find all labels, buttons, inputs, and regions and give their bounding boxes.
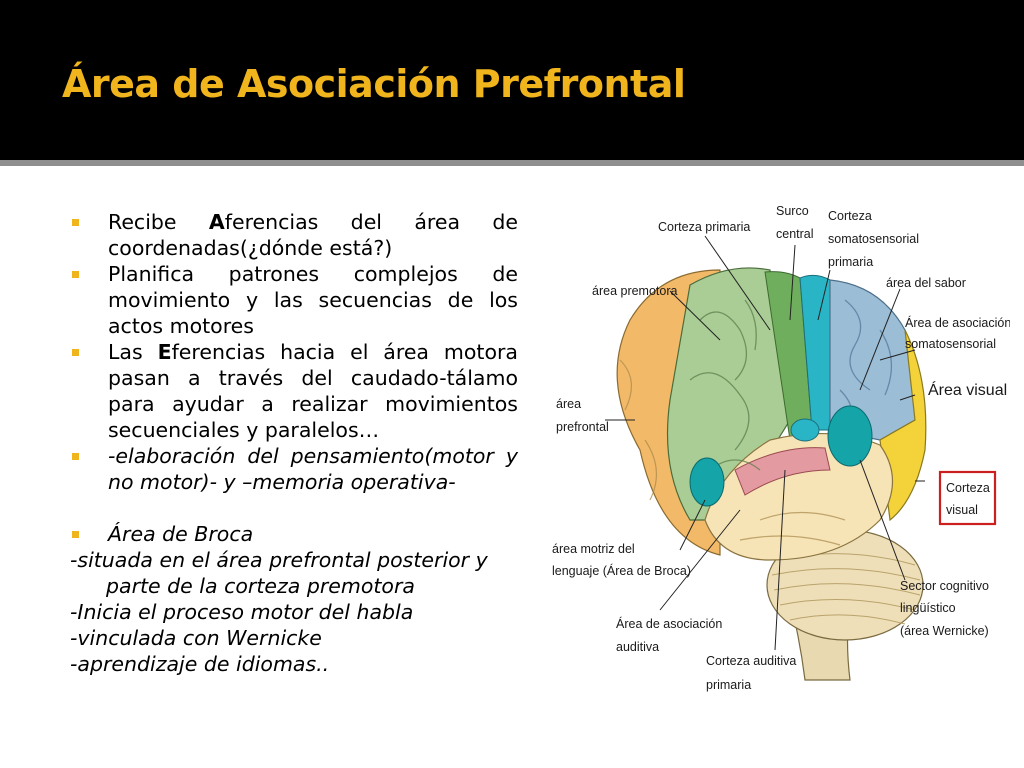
bullet-square-icon — [72, 453, 79, 460]
spacer — [70, 495, 518, 521]
label-asociacion-somatosensorial: Área de asociación — [905, 315, 1010, 330]
text-line: -situada en el área prefrontal posterior… — [70, 548, 488, 598]
taste-area-shape — [790, 418, 820, 442]
label-somatosensorial: Corteza — [828, 209, 872, 223]
label-asociacion-auditiva: Área de asociación — [616, 616, 722, 631]
label-premotora: área premotora — [592, 284, 678, 298]
label-prefrontal: prefrontal — [556, 420, 609, 434]
label-surco-central: Surco — [776, 204, 809, 218]
brain-diagram: Corteza primaria Surco central Corteza s… — [552, 204, 1010, 692]
label-corteza-auditiva: primaria — [706, 678, 751, 692]
corteza-visual-box — [938, 470, 997, 526]
label-area-visual: Área visual — [928, 380, 1007, 399]
label-corteza-primaria: Corteza primaria — [658, 220, 750, 234]
label-broca: área motriz del — [552, 542, 635, 556]
label-broca: lenguaje (Área de Broca) — [552, 563, 691, 578]
text-line: -aprendizaje de idiomas.. — [70, 652, 330, 676]
label-wernicke: (área Wernicke) — [900, 624, 989, 638]
label-wernicke: lingüístico — [900, 601, 956, 615]
label-surco-central: central — [776, 227, 814, 241]
label-sabor: área del sabor — [886, 276, 966, 290]
auditory-area-shape — [734, 447, 831, 496]
wernicke-area-shape — [827, 405, 873, 467]
title-bar: Área de Asociación Prefrontal — [0, 0, 1024, 160]
label-corteza-visual: visual — [946, 503, 978, 517]
label-wernicke: Sector cognitivo — [900, 579, 989, 593]
bullet-square-icon — [72, 531, 79, 538]
label-corteza-visual: Corteza — [946, 481, 990, 495]
broca-area-shape — [689, 457, 725, 507]
text-line: -vinculada con Wernicke — [70, 626, 322, 650]
slide-title: Área de Asociación Prefrontal — [62, 62, 686, 106]
label-prefrontal: área — [556, 397, 581, 411]
bullet-item: Área de Broca — [70, 521, 518, 547]
label-corteza-auditiva: Corteza auditiva — [706, 654, 796, 668]
bullet-item: -elaboración del pensamiento(motor y no … — [70, 443, 518, 495]
text-line: -Inicia el proceso motor del habla — [70, 600, 414, 624]
bullet-square-icon — [72, 219, 79, 226]
bullet-item: Las Eferencias hacia el área motora pasa… — [70, 339, 518, 443]
label-asociacion-auditiva: auditiva — [616, 640, 659, 654]
text-column: Recibe Aferencias del área de coordenada… — [70, 209, 518, 677]
bullet-item: Planifica patrones complejos de movimien… — [70, 261, 518, 339]
label-somatosensorial: primaria — [828, 255, 873, 269]
bullet-square-icon — [72, 271, 79, 278]
bullet-item: Recibe Aferencias del área de coordenada… — [70, 209, 518, 261]
slide-content: Recibe Aferencias del área de coordenada… — [0, 166, 1024, 768]
label-somatosensorial: somatosensorial — [828, 232, 919, 246]
header-divider — [0, 160, 1024, 166]
bullet-square-icon — [72, 349, 79, 356]
label-asociacion-somatosensorial: somatosensorial — [905, 337, 996, 351]
